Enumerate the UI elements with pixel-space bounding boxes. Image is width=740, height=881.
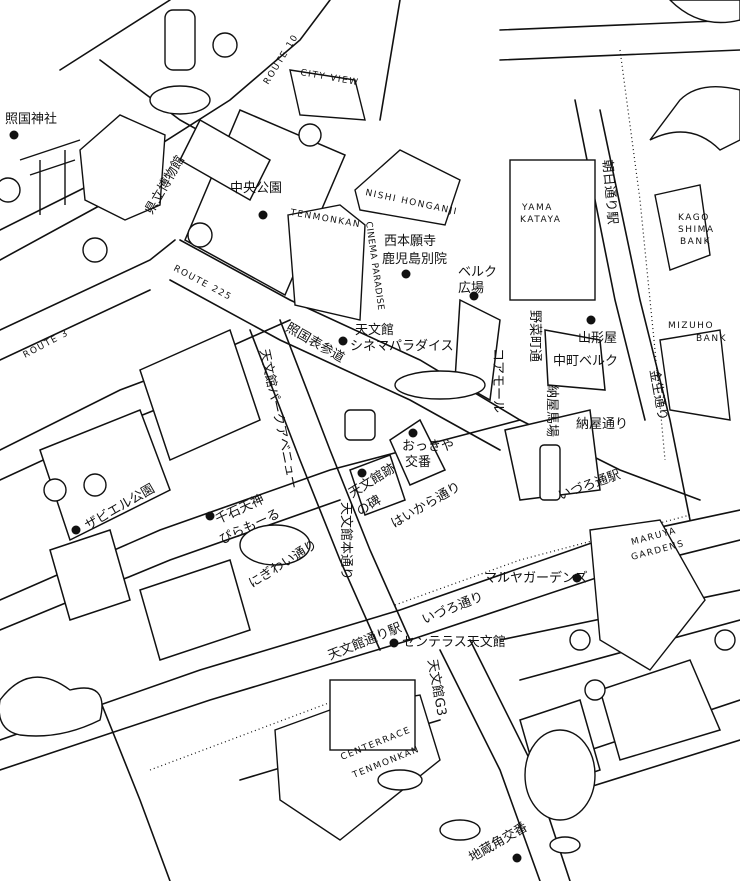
food-illustrations: [239, 370, 596, 854]
mizuho-bank-illustration: [659, 329, 731, 421]
statue-illustration: [149, 9, 211, 115]
label-yamakataya: 山形屋: [578, 331, 617, 346]
label-asahi-dori-station: 朝日通り駅: [599, 159, 620, 225]
label-core-mall: コアモール: [490, 348, 505, 413]
city-view-bus-illustration: [289, 69, 366, 121]
label-nishi-honganji-2: 鹿児島別院: [382, 251, 447, 267]
label-belc-plaza-2: 広場: [458, 281, 484, 296]
label-yamakataya-sign-2: KATAYA: [520, 215, 561, 225]
label-naya-dori: 納屋通り: [576, 417, 628, 432]
label-nakamachi-belc: 中町ベルク: [553, 354, 618, 369]
label-mizuho-bank-2: BANK: [696, 334, 727, 344]
nishi-honganji-temple-illustration: [354, 149, 461, 226]
label-mizuho-bank-1: MIZUHO: [668, 321, 714, 331]
museum-building-illustration: [79, 114, 166, 221]
label-tenmonkan-g3: 天文館G3: [424, 658, 449, 717]
label-park-avenue: 天文館パークアベニュー: [256, 348, 300, 491]
trees: [0, 32, 736, 701]
label-yasaimachi-stone: 野菜町通: [527, 310, 542, 362]
label-central-park: 中央公園: [230, 181, 282, 196]
tram-line-izuro: [394, 514, 691, 606]
yamakataya-building-illustration: [509, 159, 596, 301]
label-izuro-dori: いづろ通り: [420, 589, 486, 627]
label-maruya-gardens: マルヤガーデンズ: [484, 570, 588, 586]
label-cinema-paradise-1: 天文館: [355, 323, 394, 338]
tenmonkan-building-illustration: [287, 204, 366, 321]
maruya-gardens-illustration: [589, 519, 706, 671]
label-terukuni-shrine: 照国神社: [5, 111, 57, 127]
label-kagoshima-bank-3: BANK: [680, 237, 711, 247]
tram-line-tenmonkan: [149, 679, 391, 771]
location-markers: [9, 130, 596, 863]
label-terukuni-omotesando: 照国表参道: [283, 320, 347, 366]
label-kagoshima-bank-1: KAGO: [678, 213, 710, 223]
label-belc-plaza-1: ベルク: [458, 265, 497, 280]
label-okkiya-koban-1: おっきや: [402, 439, 454, 454]
label-nayababa-stone: 納屋馬場: [544, 385, 559, 437]
torii-gate-illustration: [19, 139, 81, 215]
kagoshima-bank-illustration: [654, 184, 711, 271]
label-kagoshima-bank-2: SHIMA: [678, 225, 715, 235]
label-yamakataya-sign-1: YAMA: [521, 203, 553, 213]
label-centerrace: センテラス天文館: [402, 635, 506, 650]
city-blocks: [39, 109, 722, 791]
clouds: [0, 0, 740, 737]
label-okkiya-koban-2: 交番: [405, 454, 431, 470]
label-cinema-paradise-2: シネマパラダイス: [350, 339, 454, 354]
centerrace-building-illustration: [274, 679, 441, 841]
label-route3: ROUTE 3: [22, 328, 71, 360]
label-hondori: 天文館本通り: [338, 502, 353, 580]
label-nishi-honganji-1: 西本願寺: [384, 234, 436, 249]
